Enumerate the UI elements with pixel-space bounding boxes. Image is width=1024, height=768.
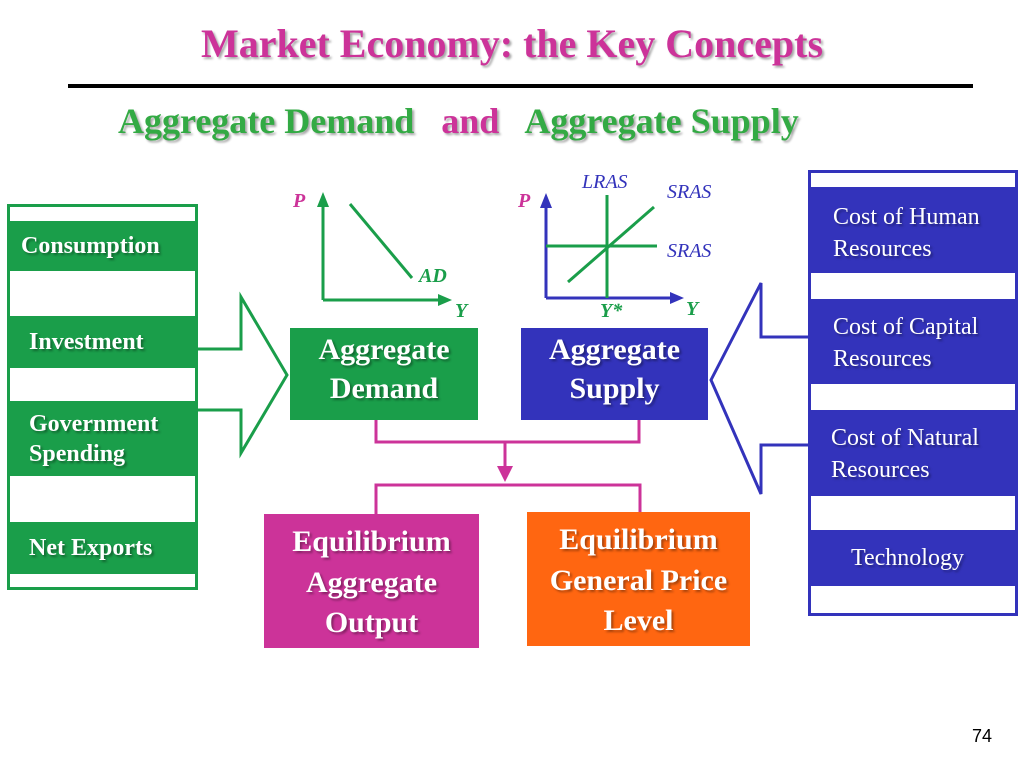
ad-graph-x-arrow <box>438 294 452 306</box>
consumption-box: Consumption <box>7 221 198 271</box>
net-exports-box: Net Exports <box>7 522 198 574</box>
aggregate-supply-line2: Supply <box>569 372 660 405</box>
sras-label-bottom: SRAS <box>667 240 712 262</box>
equilibrium-output-line1: Equilibrium <box>292 525 451 558</box>
subtitle-aggregate-demand: Aggregate Demand <box>118 101 415 141</box>
demand-components-panel <box>7 204 198 590</box>
page-number: 74 <box>972 726 993 746</box>
as-graph-p-label: P <box>518 190 531 212</box>
government-spending-label: Government Spending <box>29 410 159 467</box>
ad-graph-y-label: Y <box>455 300 468 322</box>
equilibrium-price-line2: General Price <box>549 563 728 597</box>
equilibrium-output-box: Equilibrium Aggregate Output <box>264 514 479 648</box>
equilibrium-output-line3: Output <box>324 606 419 639</box>
equilibrium-price-line1: Equilibrium <box>559 523 718 556</box>
cost-human-resources-box: Cost of Human Resources <box>811 187 1015 273</box>
equilibrium-output-line2: Aggregate <box>305 565 438 599</box>
equilibrium-price-line3: Level <box>603 604 674 637</box>
aggregate-demand-line1: Aggregate <box>318 333 450 366</box>
as-graph-y-label: Y <box>686 298 699 320</box>
lras-label: LRAS <box>582 171 628 193</box>
aggregate-supply-line1: Aggregate <box>548 333 681 366</box>
ad-curve-label: AD <box>419 265 447 287</box>
aggregate-demand-box: Aggregate Demand <box>290 328 478 420</box>
top-bracket <box>374 420 641 444</box>
cost-capital-resources-box: Cost of Capital Resources <box>811 299 1015 384</box>
subtitle-and: and <box>441 101 500 141</box>
ad-graph-y-arrow <box>317 192 329 207</box>
subtitle: Aggregate Demand and Aggregate Supply <box>118 100 799 142</box>
supply-factors-panel <box>808 170 1018 616</box>
aggregate-demand-line2: Demand <box>329 372 439 405</box>
supply-arrow <box>709 282 811 495</box>
cost-natural-resources-box: Cost of Natural Resources <box>811 410 1015 496</box>
title-divider <box>68 84 973 88</box>
ad-graph-p-label: P <box>293 190 306 212</box>
equilibrium-price-box: Equilibrium General Price Level <box>527 512 750 646</box>
bottom-bracket <box>374 483 642 514</box>
page-title: Market Economy: the Key Concepts <box>200 21 824 66</box>
demand-arrow <box>196 291 289 459</box>
sras-label-top: SRAS <box>667 181 712 203</box>
government-spending-box: Government Spending <box>7 401 198 476</box>
investment-box: Investment <box>7 316 198 368</box>
ad-curve <box>348 203 414 279</box>
subtitle-aggregate-supply: Aggregate Supply <box>524 101 799 141</box>
technology-box: Technology <box>811 530 1015 586</box>
as-graph-y-arrow <box>540 193 552 208</box>
as-graph-x-arrow <box>670 292 684 304</box>
aggregate-supply-box: Aggregate Supply <box>521 328 708 420</box>
ystar-label: Y* <box>600 300 623 322</box>
down-arrowhead <box>497 466 513 482</box>
